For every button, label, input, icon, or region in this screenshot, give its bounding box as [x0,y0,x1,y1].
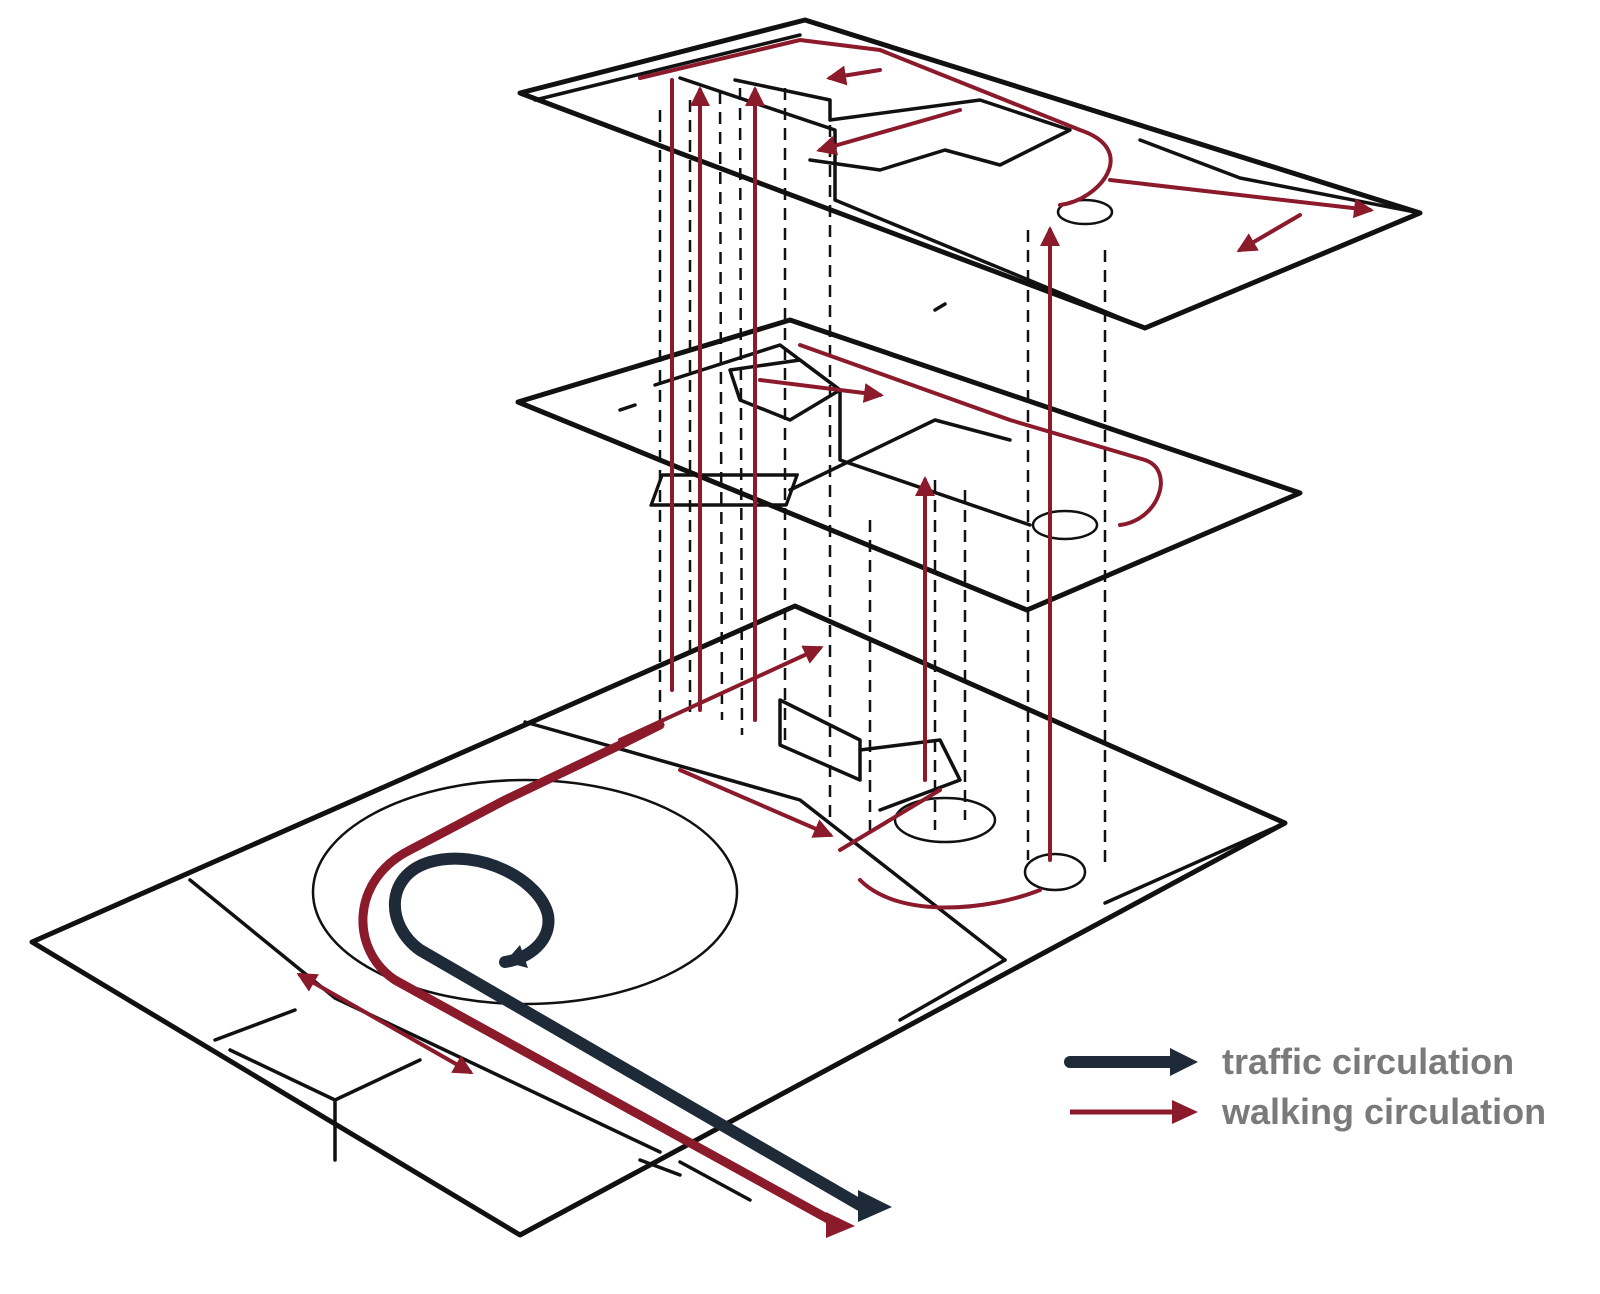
walking-middle-route [798,343,1163,527]
traffic-circulation [389,852,892,1222]
walking-top-route [826,65,882,86]
traffic-arrowhead [858,1190,892,1222]
walking-ground-route [678,768,834,838]
ground-floor-front-edge [188,878,662,1154]
middle-floor [515,317,1303,613]
walking-circulation [296,38,1374,1238]
walking-top-route [1236,213,1302,253]
ground-floor-outline [29,603,1288,1238]
walking-main-route [358,720,835,1225]
ground-floor-core-b [858,738,962,812]
traffic-route [389,852,866,1211]
walking-middle-route [758,378,884,403]
ground-floor-ramp-edge [638,1158,752,1202]
walking-top-route [816,108,962,156]
middle-floor-partition [653,343,1032,527]
ground-floor-drop-off-circle [311,778,739,1006]
walking-parking-route [296,973,474,1074]
legend-traffic-label: traffic circulation [1222,1041,1514,1082]
legend: traffic circulation walking circulation [1064,1041,1546,1132]
legend-walking-arrow-icon [1172,1100,1198,1124]
top-floor-room [733,78,1072,172]
walking-arrowhead [826,1212,855,1238]
walking-top-route [1108,178,1374,219]
vertical-shafts [658,87,1107,870]
ground-floor-lobby-ring [893,796,997,844]
top-floor-outline [517,17,1423,331]
middle-floor-outline [515,317,1303,613]
top-floor [517,17,1423,331]
middle-floor-room [728,358,842,422]
ground-floor-parking-bays [213,1008,422,1162]
shaft-line [718,91,724,721]
ground-floor [29,603,1288,1238]
ground-floor-short-divider [898,958,1007,1022]
top-floor-mark [933,302,947,312]
walking-lobby-route [838,788,1042,910]
ground-floor-right-edge [1103,821,1287,905]
top-floor-stair-ring [1056,198,1114,226]
shaft-line [738,87,744,736]
middle-floor-void [649,473,799,507]
ground-floor-stair-ring [1023,852,1087,892]
top-floor-inner-edge [533,33,802,102]
legend-walking-label: walking circulation [1221,1091,1546,1132]
ground-floor-core-a [778,698,862,782]
middle-floor-gallery-edge [788,418,1012,492]
walking-top-route [638,38,1113,207]
middle-floor-stair-ring [1031,509,1099,541]
legend-traffic-arrow-icon [1170,1048,1198,1076]
walking-ground-route [618,645,824,742]
traffic-arrowhead [505,945,528,968]
middle-floor-mark [618,403,637,412]
